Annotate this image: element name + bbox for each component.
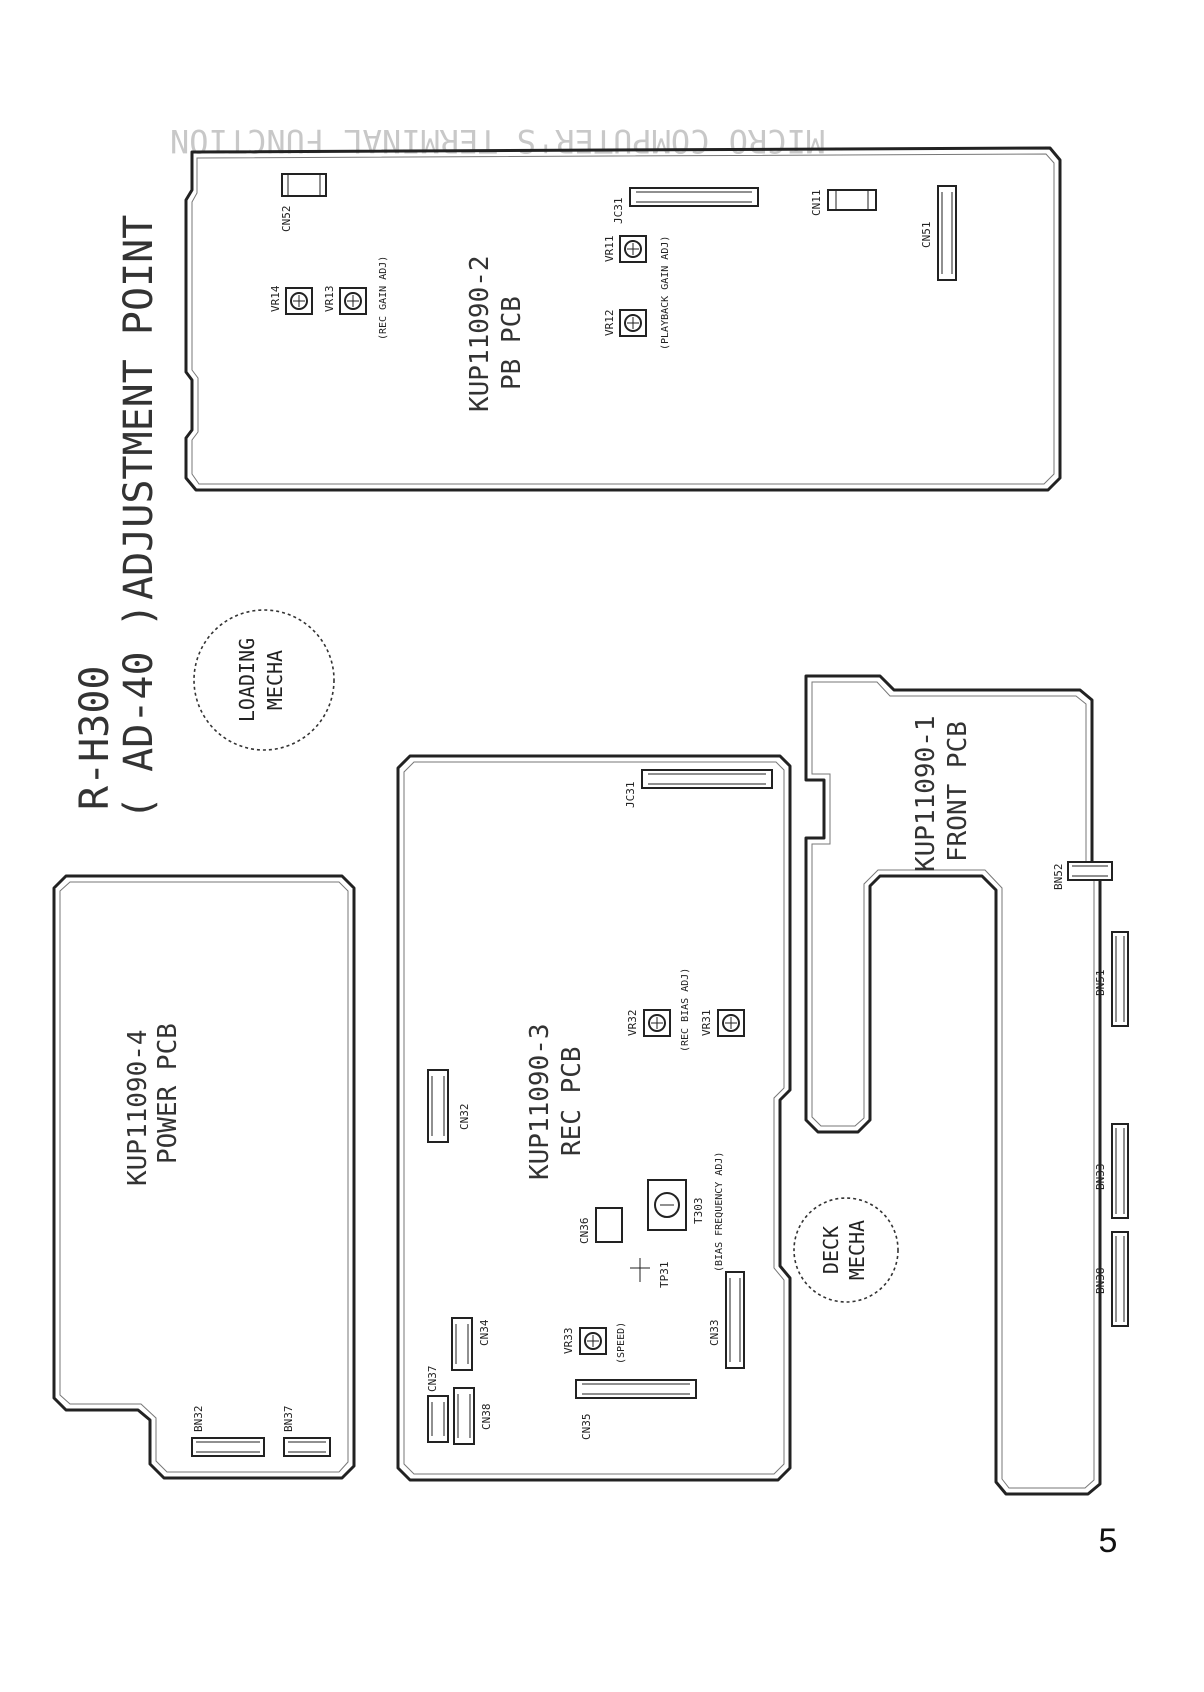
rec-cn32-label: CN32 — [458, 1104, 471, 1131]
front-bn51-label: BN51 — [1094, 970, 1107, 997]
rec-jc31-connector — [641, 769, 773, 789]
title-subtitle: ( AD-40 ) — [116, 603, 162, 820]
rec-cn35-label: CN35 — [580, 1414, 593, 1441]
rec-cn32-connector — [427, 1069, 449, 1143]
loading-mecha-line2: MECHA — [263, 650, 287, 710]
rec-bias-freq-note: (BIAS FREQUENCY ADJ) — [714, 1152, 725, 1272]
bleed-through-text: MICRO COMPUTER'S TERMINAL FUNCTION — [170, 122, 825, 160]
pb-jc31-connector — [629, 187, 759, 207]
rec-bias-note: (REC BIAS ADJ) — [680, 968, 691, 1052]
deck-mecha: DECK MECHA — [793, 1197, 899, 1303]
rec-tp31-label: TP31 — [658, 1262, 671, 1289]
pb-vr14-label: VR14 — [269, 285, 282, 312]
page-title: R-H300 ( AD-40 ) ADJUSTMENT POINT — [72, 215, 162, 820]
front-bn33-connector — [1111, 1123, 1129, 1219]
pb-playback-gain-note: (PLAYBACK GAIN ADJ) — [660, 236, 671, 350]
deck-mecha-line1: DECK — [819, 1226, 843, 1274]
loading-mecha: LOADING MECHA — [193, 609, 335, 751]
pb-cn11-connector — [827, 189, 877, 211]
rec-jc31-label: JC31 — [624, 782, 637, 809]
front-pcb-name: KUP11090-1 — [911, 715, 941, 872]
title-model: R-H300 — [72, 666, 118, 811]
pb-vr12-label: VR12 — [603, 310, 616, 337]
rec-tp31-testpoint — [630, 1258, 650, 1282]
rec-cn34-connector — [451, 1317, 473, 1371]
pb-rec-gain-note: (REC GAIN ADJ) — [378, 256, 389, 340]
front-bn33-label: BN33 — [1094, 1164, 1107, 1191]
pb-cn51-connector — [937, 185, 957, 281]
rec-pcb-type: REC PCB — [557, 1046, 587, 1156]
page-number: 5 — [1099, 1522, 1118, 1560]
title-heading: ADJUSTMENT POINT — [116, 215, 162, 600]
pb-cn51-label: CN51 — [920, 222, 933, 249]
power-bn32-connector — [191, 1437, 265, 1457]
rec-cn38-label: CN38 — [480, 1404, 493, 1431]
pb-vr13-label: VR13 — [323, 286, 336, 313]
front-pcb-type: FRONT PCB — [943, 721, 973, 862]
front-bn38-label: BN38 — [1094, 1268, 1107, 1295]
pb-pcb-name: KUP11090-2 — [465, 255, 495, 412]
rec-cn35-connector — [575, 1379, 697, 1399]
deck-mecha-line2: MECHA — [845, 1220, 869, 1280]
pb-vr11-label: VR11 — [603, 236, 616, 263]
front-bn38-connector — [1111, 1231, 1129, 1327]
rec-vr32-label: VR32 — [626, 1010, 639, 1037]
rec-speed-note: (SPEED) — [616, 1322, 627, 1364]
rec-cn34-label: CN34 — [478, 1319, 491, 1346]
power-pcb: KUP11090-4 POWER PCB BN32 BN37 — [52, 874, 356, 1480]
front-bn51-connector — [1111, 931, 1129, 1027]
power-pcb-type: POWER PCB — [153, 1023, 183, 1164]
front-bn52-label: BN52 — [1052, 864, 1065, 891]
rec-vr31-label: VR31 — [700, 1010, 713, 1037]
rec-cn38-connector — [453, 1387, 475, 1445]
rec-cn37-label: CN37 — [426, 1366, 439, 1393]
pb-pcb: KUP11090-2 PB PCB CN52 VR14 VR13 (REC GA… — [184, 146, 1062, 492]
rec-cn37-connector — [427, 1395, 449, 1443]
power-pcb-name: KUP11090-4 — [123, 1029, 153, 1186]
loading-mecha-line1: LOADING — [235, 638, 259, 722]
rec-cn33-connector — [725, 1271, 745, 1369]
pb-pcb-type: PB PCB — [497, 296, 527, 390]
rec-pcb: KUP11090-3 REC PCB JC31 CN32 VR32 (REC B… — [396, 754, 792, 1482]
rec-t303-label: T303 — [692, 1198, 705, 1225]
power-bn37-connector — [283, 1437, 331, 1457]
rec-cn36-connector — [595, 1207, 623, 1243]
power-bn32-label: BN32 — [192, 1406, 205, 1433]
pb-cn11-label: CN11 — [810, 190, 823, 217]
pb-jc31-label: JC31 — [612, 198, 625, 225]
power-bn37-label: BN37 — [282, 1406, 295, 1433]
pb-cn52-connector — [281, 173, 327, 197]
front-bn52-connector — [1067, 861, 1113, 881]
front-pcb: KUP11090-1 FRONT PCB BN52 BN51 BN33 BN38 — [804, 674, 1129, 1496]
pb-cn52-label: CN52 — [280, 206, 293, 233]
rec-vr33-label: VR33 — [562, 1328, 575, 1355]
rec-cn33-label: CN33 — [708, 1320, 721, 1347]
rec-pcb-name: KUP11090-3 — [525, 1023, 555, 1180]
rec-cn36-label: CN36 — [578, 1218, 591, 1245]
